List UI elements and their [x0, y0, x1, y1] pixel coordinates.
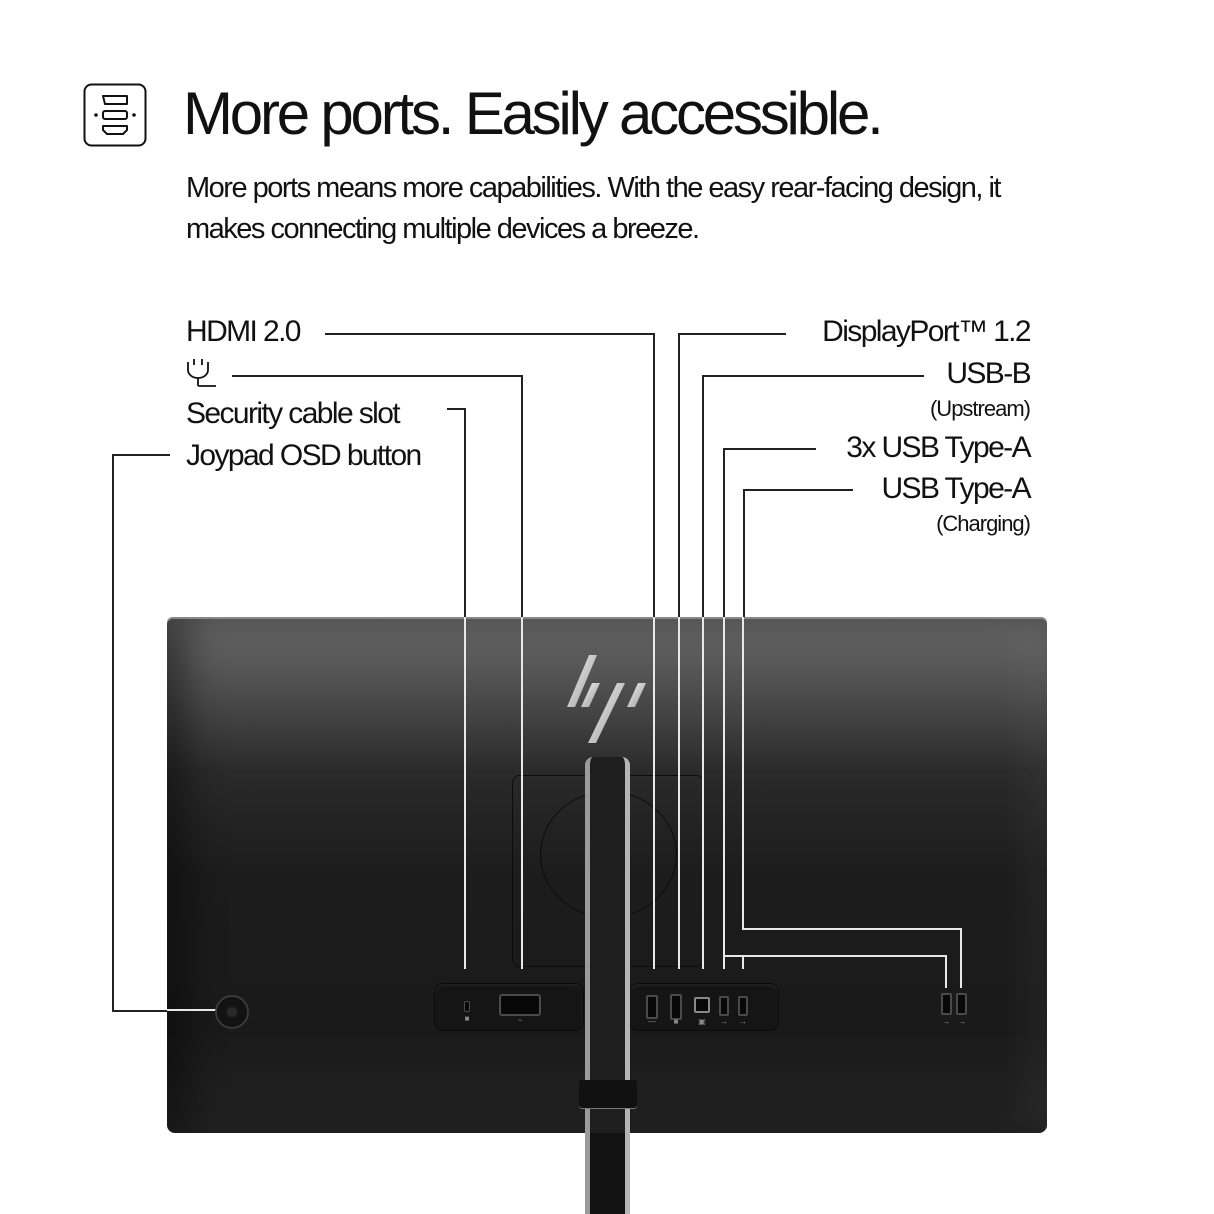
hdmi-port — [646, 995, 658, 1019]
usb-icon: → — [739, 1017, 747, 1026]
cable-clip — [579, 1080, 637, 1108]
displayport-port — [670, 994, 682, 1020]
displayport-icon: ■ — [673, 1017, 679, 1026]
callout-3x-usb-a: 3x USB Type-A — [846, 431, 1031, 464]
callout-usb-a-charging: USB Type-A — [881, 472, 1031, 505]
leader-line-joypad-inner — [167, 1009, 219, 1011]
leader-line-3x-usb-a-inner — [723, 617, 725, 969]
leader-line-displayport-inner — [678, 617, 680, 969]
security-slot — [464, 1001, 470, 1012]
ac-icon: ~ — [517, 1016, 523, 1025]
power-port — [499, 994, 541, 1016]
callout-usb-b-sub: (Upstream) — [929, 396, 1031, 421]
joypad-osd-button — [215, 995, 249, 1029]
leader-line-power-inner — [521, 617, 523, 969]
callout-displayport: DisplayPort™ 1.2 — [822, 315, 1031, 348]
leader-line-usb-a-charging-inner — [742, 617, 744, 930]
page-title: More ports. Easily accessible. — [183, 80, 884, 147]
callout-usb-a-charging-sub: (Charging) — [936, 511, 1031, 536]
callout-usb-b: USB-B — [946, 357, 1031, 390]
usb-icon: → — [942, 1017, 950, 1026]
leader-line-security-inner — [464, 617, 466, 969]
leader-line-usb-b-inner — [702, 617, 704, 969]
callout-hdmi: HDMI 2.0 — [186, 315, 302, 348]
usb-charging-icon: → — [958, 1017, 966, 1026]
lock-icon: ■ — [464, 1014, 470, 1023]
usb-a-port-2 — [738, 996, 748, 1016]
leader-line-3x-usb-a-b — [742, 955, 744, 969]
leader-line-usb-a-charging-h — [742, 928, 962, 930]
stand-neck — [585, 757, 630, 1133]
callout-security-slot: Security cable slot — [186, 397, 401, 430]
callout-joypad: Joypad OSD button — [186, 439, 422, 472]
port-panel-left: ■ ~ — [435, 984, 583, 1030]
usb-b-icon: ▣ — [698, 1017, 706, 1026]
usb-a-port-3 — [941, 993, 952, 1015]
leader-line-3x-usb-a-v — [945, 955, 947, 988]
joypad-center — [226, 1006, 238, 1018]
usb-a-charging-port — [956, 993, 967, 1015]
hdmi-icon: — — [648, 1017, 656, 1026]
hp-logo — [559, 647, 649, 747]
page-subtitle: More ports means more capabilities. With… — [186, 172, 1001, 245]
monitor-rear: ■ ~ — ■ ▣ → → → → — [167, 617, 1047, 1133]
usb-b-port — [694, 997, 710, 1013]
leader-line-hdmi-inner — [653, 617, 655, 969]
leader-line-3x-usb-a-h — [723, 955, 947, 957]
usb-icon: → — [720, 1017, 728, 1026]
usb-a-port-1 — [719, 996, 729, 1016]
power-plug-icon — [186, 358, 218, 390]
port-panel-right: — ■ ▣ → → — [630, 984, 778, 1030]
leader-line-usb-a-charging-v — [960, 928, 962, 988]
stand-column — [585, 1133, 630, 1214]
ports-icon — [83, 83, 147, 147]
